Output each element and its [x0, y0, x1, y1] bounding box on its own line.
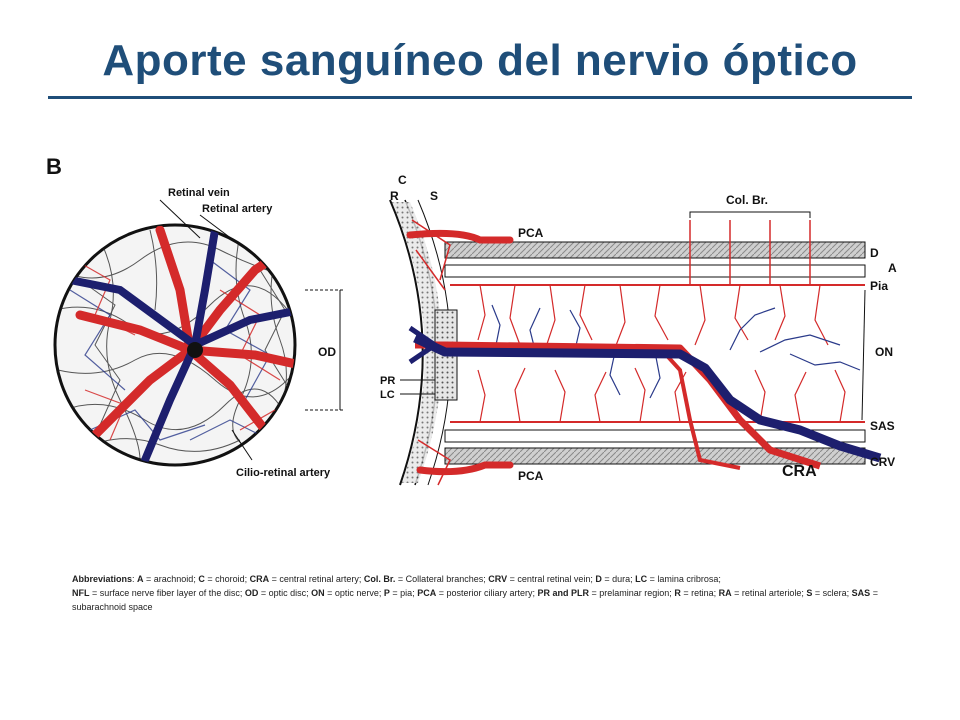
optic-nerve-longitudinal-section: [389, 199, 882, 486]
label-sas: SAS: [870, 419, 895, 433]
label-s: S: [430, 189, 438, 203]
abbreviation-term: C: [198, 574, 205, 584]
label-pca-top: PCA: [518, 226, 544, 240]
abbreviation-term: CRV: [488, 574, 508, 584]
abbreviation-definition: = posterior ciliary artery;: [436, 588, 538, 598]
label-pca-bottom: PCA: [518, 469, 544, 483]
label-lc: LC: [380, 389, 395, 401]
abbreviation-term: Col. Br.: [363, 574, 396, 584]
label-col-br: Col. Br.: [726, 193, 768, 207]
label-r: R: [390, 189, 399, 203]
abbreviation-term: NFL: [72, 588, 90, 598]
label-on: ON: [875, 345, 893, 359]
abbreviation-term: PCA: [417, 588, 437, 598]
abbreviation-term: SAS: [851, 588, 871, 598]
abbreviation-definition: = optic nerve;: [324, 588, 384, 598]
optic-disc-fundus-view: [53, 223, 297, 467]
abbreviation-term: CRA: [249, 574, 270, 584]
abbreviation-term: ON: [311, 588, 325, 598]
abbreviations-line-1: Abbreviations: A = arachnoid; C = choroi…: [72, 574, 721, 584]
abbreviation-definition: = Collateral branches;: [395, 574, 489, 584]
abbreviation-term: A: [137, 574, 144, 584]
label-retinal-vein: Retinal vein: [168, 187, 230, 199]
abbreviation-definition: = pia;: [389, 588, 418, 598]
abbreviation-term: RA: [718, 588, 732, 598]
diagram-svg: B: [46, 154, 897, 486]
disc-callouts: Retinal vein Retinal artery Cilio-retina…: [159, 187, 345, 479]
abbreviations-heading: Abbreviations: [72, 574, 133, 584]
abbreviation-definition: = choroid;: [204, 574, 250, 584]
abbreviation-term: D: [595, 574, 602, 584]
label-a: A: [888, 261, 897, 275]
abbreviation-definition: = prelaminar region;: [589, 588, 675, 598]
abbreviation-term: PR and PLR: [537, 588, 590, 598]
abbreviation-term: P: [383, 588, 390, 598]
abbreviations-legend: Abbreviations: A = arachnoid; C = choroi…: [72, 572, 922, 614]
abbreviation-definition: = lamina cribrosa;: [647, 574, 721, 584]
abbreviations-line-2: NFL = surface nerve fiber layer of the d…: [72, 586, 922, 614]
label-cilio-retinal-artery: Cilio-retinal artery: [236, 467, 331, 479]
abbreviation-definition: = surface nerve fiber layer of the disc;: [89, 588, 245, 598]
abbreviation-definition: = central retinal vein;: [507, 574, 596, 584]
abbreviation-definition: = retinal arteriole;: [731, 588, 807, 598]
abbreviation-definition: = subarachnoid space: [72, 588, 878, 612]
abbreviation-term: S: [806, 588, 813, 598]
abbreviation-definition: = optic disc;: [258, 588, 312, 598]
label-d: D: [870, 246, 879, 260]
abbreviation-term: LC: [635, 574, 648, 584]
abbreviations-line-2-items: NFL = surface nerve fiber layer of the d…: [72, 588, 878, 612]
label-od: OD: [318, 345, 336, 359]
abbreviation-definition: = dura;: [601, 574, 636, 584]
label-pr: PR: [380, 375, 395, 387]
abbreviation-definition: = sclera;: [812, 588, 852, 598]
label-pia: Pia: [870, 279, 888, 293]
section-labels: C R S PCA PCA PR LC Col. Br. D A Pia ON …: [380, 173, 897, 483]
abbreviations-line-1-items: A = arachnoid; C = choroid; CRA = centra…: [137, 574, 721, 584]
abbreviation-term: R: [674, 588, 681, 598]
panel-letter: B: [46, 154, 62, 179]
abbreviation-definition: = retina;: [680, 588, 719, 598]
slide-title: Aporte sanguíneo del nervio óptico: [102, 36, 858, 85]
optic-nerve-blood-supply-figure: B: [40, 140, 920, 500]
abbreviation-term: OD: [244, 588, 259, 598]
label-crv: CRV: [870, 455, 895, 469]
abbreviation-definition: = central retinal artery;: [269, 574, 364, 584]
abbreviation-definition: = arachnoid;: [143, 574, 199, 584]
label-c: C: [398, 173, 407, 187]
title-underline: [48, 96, 912, 99]
label-cra: CRA: [782, 463, 817, 480]
label-retinal-artery: Retinal artery: [202, 203, 273, 215]
